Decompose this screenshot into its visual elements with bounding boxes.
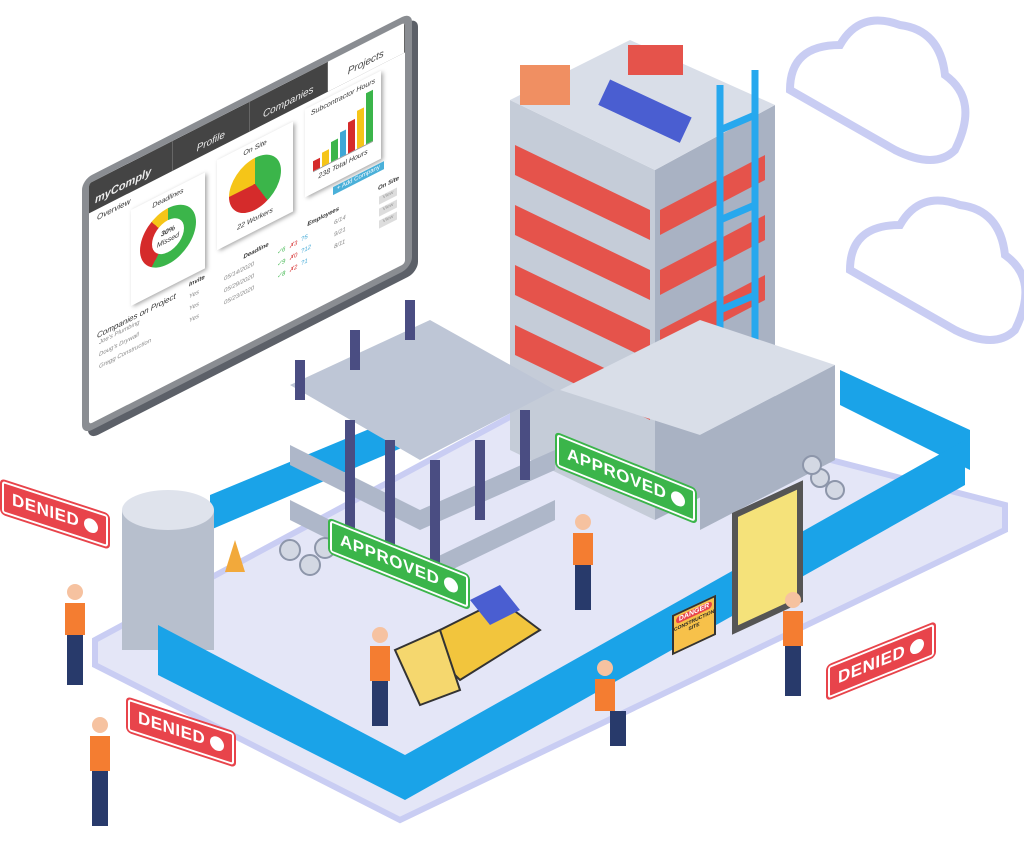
col-deadline: Deadline bbox=[243, 241, 269, 261]
tower-bricks bbox=[515, 145, 765, 420]
water-tank bbox=[122, 510, 214, 650]
user-icon bbox=[210, 734, 225, 754]
bar bbox=[313, 157, 320, 172]
annex-front bbox=[700, 365, 835, 530]
bar bbox=[348, 119, 356, 154]
bulldozer-cab bbox=[470, 585, 520, 625]
worker bbox=[90, 717, 110, 826]
worker bbox=[783, 592, 803, 696]
invite-value: Yes bbox=[189, 313, 200, 325]
on-site-value: 6/14 bbox=[334, 214, 346, 227]
bar bbox=[366, 89, 374, 145]
bar bbox=[321, 149, 329, 167]
brick-stack bbox=[628, 45, 683, 75]
worker bbox=[595, 660, 626, 746]
col-invite: Invite bbox=[189, 274, 205, 289]
employees-approved: ✓9 bbox=[277, 258, 286, 269]
bar bbox=[330, 138, 338, 163]
columns bbox=[295, 300, 530, 580]
worker bbox=[370, 627, 390, 726]
worker bbox=[573, 514, 593, 610]
user-icon bbox=[444, 575, 459, 595]
annex-top bbox=[560, 320, 835, 435]
workers bbox=[65, 514, 803, 826]
steel-beams bbox=[598, 79, 692, 143]
user-icon bbox=[910, 636, 925, 657]
employees-denied: ✗2 bbox=[289, 264, 298, 275]
employees-denied: ✗3 bbox=[289, 240, 298, 251]
invite-value: Yes bbox=[189, 301, 200, 313]
fence-front-left bbox=[158, 625, 405, 800]
user-icon bbox=[84, 516, 99, 536]
fence-back-right bbox=[840, 370, 970, 470]
employees-approved: ✓6 bbox=[277, 246, 286, 257]
frame-floor-mid bbox=[290, 445, 555, 530]
bar bbox=[357, 106, 365, 149]
employees-pending: ?5 bbox=[301, 234, 308, 244]
invite-value: Yes bbox=[189, 289, 200, 301]
bulldozer-blade bbox=[393, 628, 462, 707]
worker bbox=[65, 584, 85, 685]
water-tank-top bbox=[122, 490, 214, 530]
bar bbox=[339, 128, 347, 158]
on-site-value: 8/11 bbox=[334, 238, 346, 251]
cloud bbox=[785, 16, 970, 164]
employees-approved: ✓8 bbox=[277, 270, 286, 281]
employees-pending: ?12 bbox=[301, 244, 312, 256]
traffic-cone bbox=[225, 540, 245, 572]
employees-pending: ?1 bbox=[301, 258, 308, 268]
on-site-value: 9/21 bbox=[334, 226, 346, 239]
user-icon bbox=[671, 489, 686, 509]
employees-denied: ✗0 bbox=[289, 252, 298, 263]
cloud bbox=[845, 196, 1024, 344]
brick-stack bbox=[520, 65, 570, 105]
